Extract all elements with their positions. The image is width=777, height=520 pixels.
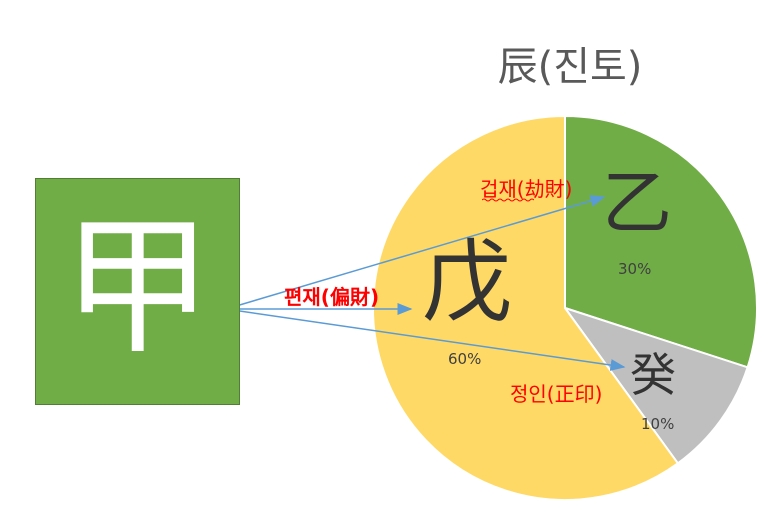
relation-label-jeongin: 정인(正印) [510,382,603,406]
diagram-title: 辰(진토) [497,44,643,90]
heavenly-stem-box: 甲 [35,178,240,405]
relation-label-pyeonjae: 편재(偏財) [284,285,380,309]
pie-slice-mu [372,114,680,501]
slice-percent-gye: 10% [641,415,675,433]
spellcheck-underline [482,198,534,202]
pie-slice-gye [562,306,749,465]
pie-slice-eul [564,114,758,369]
slice-char-gye: 癸 [630,348,676,402]
relation-label-geopjae: 겁재(劫財) [480,177,573,201]
slice-char-eul: 乙 [602,162,672,244]
slice-percent-mu: 60% [448,350,482,368]
arrow-to-eul [225,195,606,310]
slice-percent-eul: 30% [618,260,652,278]
slice-char-mu: 戊 [422,230,512,335]
arrow-to-gye [225,308,626,371]
heavenly-stem-char: 甲 [62,200,213,375]
